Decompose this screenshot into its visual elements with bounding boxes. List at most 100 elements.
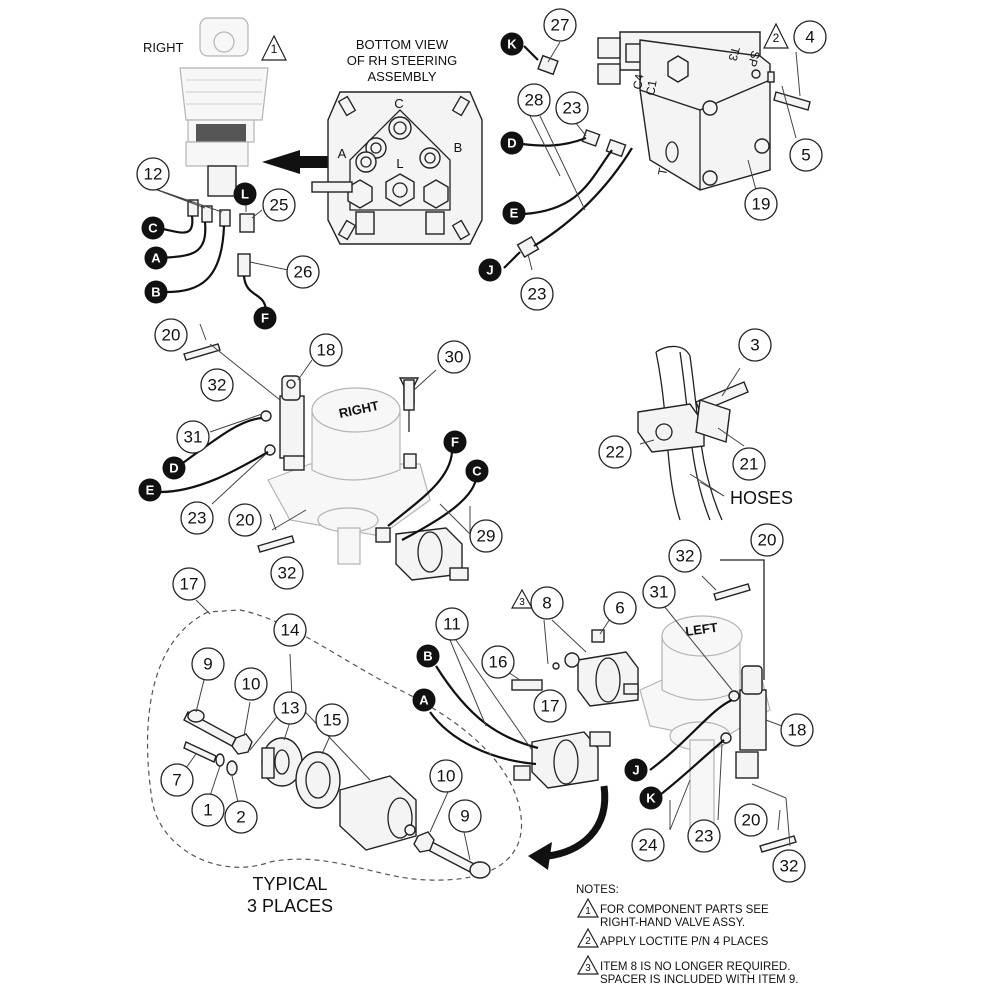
valve-block-19 — [597, 31, 771, 191]
detail-parts — [183, 709, 491, 879]
svg-text:2: 2 — [585, 936, 591, 947]
port-e-valve: E — [502, 201, 526, 225]
callout-20-left: 20 — [750, 523, 784, 557]
svg-text:F: F — [261, 311, 269, 326]
hose-b-top — [165, 225, 226, 294]
hose-a-top — [159, 221, 207, 260]
svg-text:J: J — [486, 263, 493, 278]
svg-text:20: 20 — [162, 326, 181, 345]
note-2-marker-top: 2 — [763, 22, 789, 49]
bottom-view-title-2: OF RH STEERING — [347, 53, 458, 68]
svg-text:2: 2 — [236, 808, 245, 827]
callout-13: 13 — [273, 691, 307, 725]
svg-text:9: 9 — [460, 807, 469, 826]
callout-20-mid: 20 — [228, 503, 262, 537]
callout-4: 4 — [793, 20, 827, 54]
callout-2: 2 — [224, 800, 258, 834]
port-d-valve: D — [500, 131, 524, 155]
note-2-marker: 2 — [576, 927, 600, 948]
callout-20-top: 20 — [154, 318, 188, 352]
bottom-view-port-a: A — [338, 146, 347, 161]
svg-text:20: 20 — [758, 531, 777, 550]
callout-32-top: 32 — [200, 368, 234, 402]
view-arrow — [262, 150, 330, 174]
svg-text:18: 18 — [317, 341, 336, 360]
callout-17-detail: 17 — [172, 567, 206, 601]
svg-text:A: A — [419, 693, 429, 708]
hose-j-bottom — [649, 698, 733, 771]
callout-12: 12 — [136, 157, 170, 191]
svg-text:D: D — [507, 136, 516, 151]
svg-text:6: 6 — [615, 599, 624, 618]
notes-heading: NOTES: — [576, 884, 619, 896]
port-k-bottom: K — [639, 786, 663, 810]
svg-text:10: 10 — [437, 767, 456, 786]
typical-label-2: 3 PLACES — [247, 896, 333, 916]
port-j-valve: J — [478, 258, 502, 282]
svg-text:1: 1 — [271, 42, 278, 56]
svg-text:21: 21 — [740, 455, 759, 474]
svg-text:32: 32 — [780, 857, 799, 876]
svg-text:31: 31 — [184, 428, 203, 447]
svg-text:32: 32 — [676, 547, 695, 566]
port-a-bottom: A — [412, 688, 436, 712]
svg-text:9: 9 — [203, 655, 212, 674]
callout-11: 11 — [435, 607, 469, 641]
svg-text:13: 13 — [281, 699, 300, 718]
note-1-line-2: RIGHT-HAND VALVE ASSY. — [600, 917, 745, 929]
callout-3: 3 — [738, 328, 772, 362]
callout-9-left: 9 — [191, 647, 225, 681]
callout-32-bottom: 32 — [772, 849, 806, 883]
svg-text:B: B — [151, 285, 160, 300]
callout-7: 7 — [160, 763, 194, 797]
svg-text:4: 4 — [805, 28, 814, 47]
svg-text:10: 10 — [242, 675, 261, 694]
svg-text:20: 20 — [742, 811, 761, 830]
callout-32-left: 32 — [668, 539, 702, 573]
svg-text:1: 1 — [203, 801, 212, 820]
callout-14: 14 — [273, 613, 307, 647]
svg-text:26: 26 — [294, 263, 313, 282]
svg-text:24: 24 — [639, 836, 658, 855]
port-d-motor: D — [162, 456, 186, 480]
port-j-bottom: J — [624, 758, 648, 782]
hose-j-top — [503, 251, 521, 269]
direction-arrow — [547, 785, 609, 860]
callout-17-left: 17 — [533, 689, 567, 723]
svg-text:29: 29 — [477, 527, 496, 546]
typical-detail-outline — [146, 609, 523, 881]
svg-text:20: 20 — [236, 511, 255, 530]
hose-clamp-assembly — [637, 345, 749, 521]
left-motor-label: LEFT — [684, 620, 718, 639]
note-1-marker-top: 1 — [261, 34, 287, 61]
svg-text:12: 12 — [144, 165, 163, 184]
bottom-view-title-3: ASSEMBLY — [367, 69, 436, 84]
svg-text:27: 27 — [551, 16, 570, 35]
note-2-line: APPLY LOCTITE P/N 4 PLACES — [600, 936, 769, 948]
hose-k-top — [523, 45, 539, 61]
callout-22: 22 — [598, 435, 632, 469]
callout-31-right: 31 — [176, 420, 210, 454]
callout-16: 16 — [481, 645, 515, 679]
callout-1: 1 — [191, 793, 225, 827]
callout-28: 28 — [517, 83, 551, 117]
port-b-bottom: B — [416, 644, 440, 668]
valve-mark-t: T — [655, 166, 670, 176]
port-e-motor: E — [138, 478, 162, 502]
callout-20-bottom: 20 — [734, 803, 768, 837]
callout-8: 8 — [530, 586, 564, 620]
callout-5: 5 — [789, 138, 823, 172]
svg-text:23: 23 — [188, 509, 207, 528]
motor-17-right — [375, 527, 469, 581]
callout-15: 15 — [315, 703, 349, 737]
callout-24: 24 — [631, 828, 665, 862]
callout-32-mid: 32 — [270, 556, 304, 590]
callout-23-j: 23 — [520, 277, 554, 311]
bottom-view-port-c: C — [394, 96, 403, 111]
callout-23-valve: 23 — [555, 91, 589, 125]
svg-text:11: 11 — [443, 615, 461, 634]
svg-text:14: 14 — [281, 621, 300, 640]
svg-text:2: 2 — [773, 31, 780, 45]
right-label-top: RIGHT — [143, 40, 184, 55]
